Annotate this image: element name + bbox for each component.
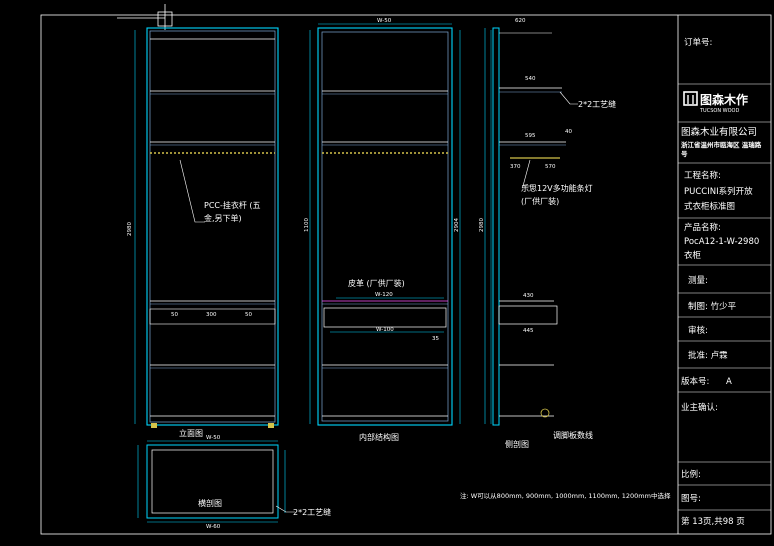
dim-side-620: 620 bbox=[515, 18, 526, 24]
annotation-led-line2: (厂供厂装) bbox=[521, 196, 559, 206]
adjust-foot bbox=[151, 423, 157, 428]
drawn-by: 制图: 竹少平 bbox=[688, 301, 737, 312]
dim-front-height: 2980 bbox=[127, 222, 133, 236]
leader-line bbox=[522, 159, 533, 187]
page-indicator: 第 13页,共98 页 bbox=[681, 516, 745, 527]
side-panel bbox=[492, 27, 500, 426]
annotation-hanging-rod-line2: 金,另下单) bbox=[204, 213, 242, 223]
plan-inner-outline bbox=[151, 449, 274, 514]
dim-front-r1: 50 bbox=[171, 312, 178, 318]
order-no-label: 订单号: bbox=[684, 37, 712, 48]
dim-side-570: 570 bbox=[545, 164, 556, 170]
dim-side-370: 370 bbox=[510, 164, 521, 170]
view-title-interior: 内部结构图 bbox=[359, 432, 399, 442]
view-title-side: 侧剖图 bbox=[505, 439, 529, 449]
logo-mark-icon bbox=[683, 91, 698, 106]
logo-subtext: TUCSON WOOD bbox=[699, 108, 739, 114]
annotation-groove-bottom: 2*2工艺缝 bbox=[293, 507, 331, 517]
sheet-border bbox=[40, 14, 772, 535]
company-address: 浙江省温州市瓯海区 温瑞路 号 bbox=[681, 141, 762, 158]
dim-side-540: 540 bbox=[525, 76, 536, 82]
survey-label: 测量: bbox=[688, 276, 708, 286]
version-value: A bbox=[726, 377, 732, 387]
annotation-groove-top: 2*2工艺缝 bbox=[578, 99, 616, 109]
annotation-leather: 皮革 (厂供厂装) bbox=[348, 278, 405, 288]
company-name: 图森木业有限公司 bbox=[681, 126, 757, 138]
dim-side-445: 445 bbox=[523, 328, 534, 334]
view-title-front: 立面图 bbox=[179, 428, 203, 438]
interior-outline bbox=[317, 27, 453, 426]
drawer bbox=[149, 308, 276, 325]
product-value-line1: PocA12-1-W-2980 bbox=[684, 237, 759, 247]
dim-drawer-35: 35 bbox=[432, 336, 439, 342]
project-label: 工程名称: bbox=[684, 170, 721, 181]
footnote: 注: W可以从800mm, 900mm, 1000mm, 1100mm, 120… bbox=[460, 491, 671, 500]
scale-label: 比例: bbox=[681, 469, 701, 480]
dim-plan-top: W-50 bbox=[206, 435, 221, 441]
dim-leather-width: W-120 bbox=[375, 292, 393, 298]
leader-line bbox=[179, 159, 205, 223]
view-title-plan: 横剖图 bbox=[198, 498, 222, 508]
dim-side-595: 595 bbox=[525, 133, 536, 139]
project-value-line1: PUCCINI系列开放 bbox=[684, 186, 753, 197]
cabinet-inner-outline bbox=[149, 30, 276, 423]
plan-section-view: W-50 W-60 2*2工艺缝 横剖图 bbox=[137, 435, 331, 530]
review-label: 审核: bbox=[688, 325, 708, 336]
annotation-led-line1: 乐思12V多功能条灯 bbox=[521, 183, 593, 193]
front-elevation: 2980 50 300 50 PCC-挂衣杆 (五 金,另下单) 立面图 bbox=[117, 4, 279, 438]
dim-side-total: 2980 bbox=[479, 218, 485, 232]
cabinet-outline bbox=[146, 27, 279, 426]
version-label: 版本号: bbox=[681, 376, 709, 387]
title-block: 订单号: 图森木作 TUCSON WOOD 图森木业有限公司 浙江省温州市瓯海区… bbox=[677, 15, 771, 534]
company-address-box: 浙江省温州市瓯海区 温瑞路 号 bbox=[681, 141, 762, 158]
approved-by: 批准: 卢霖 bbox=[688, 350, 728, 361]
dim-front-r3: 50 bbox=[245, 312, 252, 318]
plan-outline bbox=[146, 444, 279, 519]
adjust-foot bbox=[268, 423, 274, 428]
product-value-line2: 衣柜 bbox=[684, 250, 702, 261]
owner-confirm-label: 业主确认: bbox=[681, 402, 718, 413]
dim-side-430: 430 bbox=[523, 293, 534, 299]
leader-line bbox=[559, 91, 578, 105]
annotation-adjust-foot: 调脚板数线 bbox=[553, 430, 593, 440]
logo-text: 图森木作 bbox=[700, 92, 748, 107]
project-value-line2: 式衣柜标准图 bbox=[684, 201, 735, 212]
dim-plan-bottom: W-60 bbox=[206, 524, 221, 530]
dim-front-r2: 300 bbox=[206, 312, 217, 318]
dim-interior-width: W-50 bbox=[377, 18, 392, 24]
dim-side-40: 40 bbox=[565, 129, 572, 135]
drawer-section bbox=[498, 305, 558, 325]
dim-interior-height: 2904 bbox=[454, 218, 460, 232]
dim-interior-1100: 1100 bbox=[304, 218, 310, 232]
interior-inner-outline bbox=[321, 31, 449, 422]
annotation-hanging-rod-line1: PCC-挂衣杆 (五 bbox=[204, 200, 261, 210]
product-label: 产品名称: bbox=[684, 222, 721, 233]
drawing-no-label: 图号: bbox=[681, 494, 701, 504]
detail-marker-icon bbox=[540, 408, 550, 418]
interior-structure-view: W-50 1100 2904 皮革 (厂供厂装) W-120 W-100 35 … bbox=[304, 18, 461, 442]
dim-drawer-width: W-100 bbox=[376, 327, 394, 333]
leader-line bbox=[275, 505, 295, 513]
side-section-view: 2980 620 540 595 40 370 570 430 445 2*2工… bbox=[479, 18, 616, 449]
drawer bbox=[323, 307, 447, 328]
